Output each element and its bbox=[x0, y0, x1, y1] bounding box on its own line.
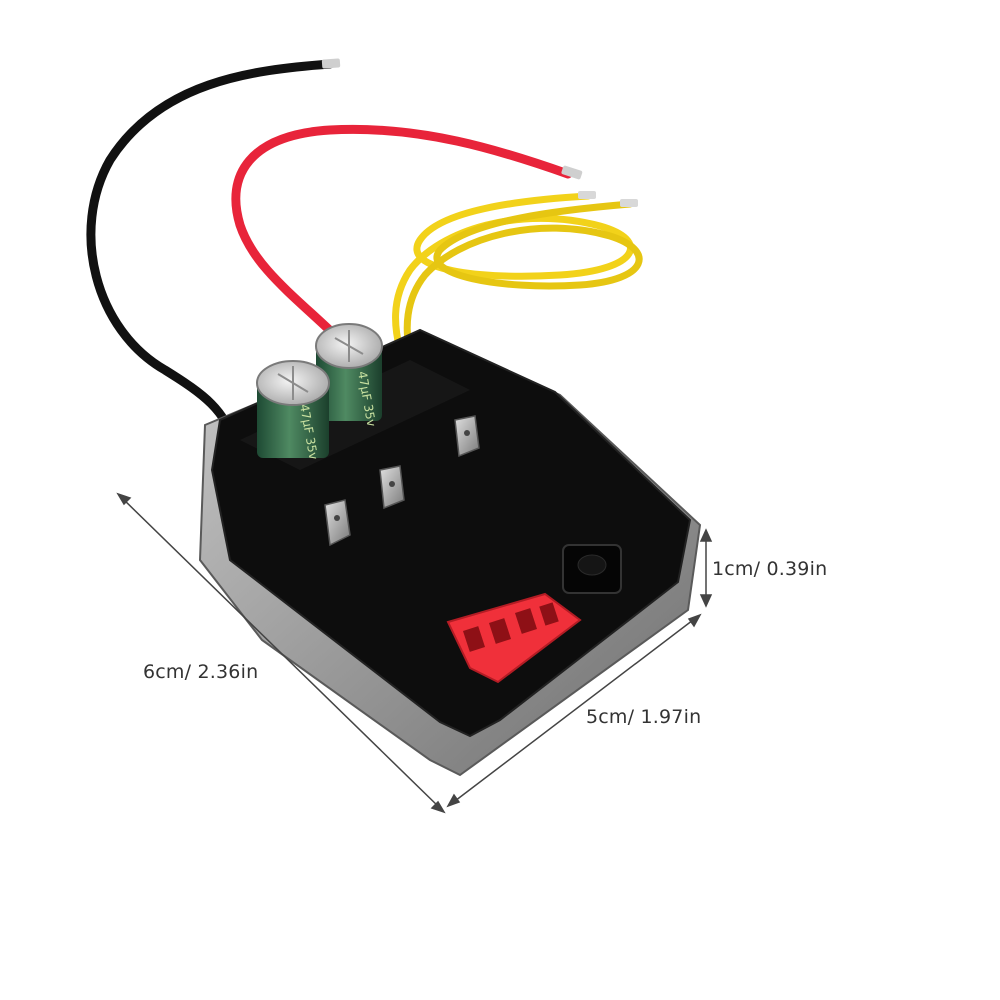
yellow-wire-tip-icon-2 bbox=[620, 199, 638, 207]
width-dimension-label: 5cm/ 1.97in bbox=[586, 706, 702, 728]
black-wire-tip-icon bbox=[321, 58, 341, 69]
yellow-wire-2 bbox=[403, 200, 643, 356]
height-dimension-label: 1cm/ 0.39in bbox=[712, 558, 828, 580]
length-dimension-label: 6cm/ 2.36in bbox=[143, 661, 259, 683]
length-dimension-arrow bbox=[116, 492, 446, 814]
terminal-tab-1 bbox=[324, 499, 351, 547]
red-connector bbox=[446, 592, 582, 684]
yellow-wire-tip-icon bbox=[578, 191, 596, 199]
terminal-tab-3 bbox=[454, 415, 480, 458]
yellow-wire-1 bbox=[392, 192, 634, 354]
push-button bbox=[562, 544, 622, 594]
terminal-tab-2 bbox=[379, 465, 405, 510]
capacitor-back: 47µF 35v bbox=[315, 323, 383, 428]
width-dimension-arrow bbox=[446, 613, 702, 808]
capacitor-front: 47µF 35v bbox=[256, 360, 330, 461]
red-wire-tip-icon bbox=[561, 165, 583, 180]
height-dimension-arrow bbox=[699, 528, 713, 608]
black-wire bbox=[86, 59, 335, 450]
red-wire bbox=[231, 124, 573, 350]
